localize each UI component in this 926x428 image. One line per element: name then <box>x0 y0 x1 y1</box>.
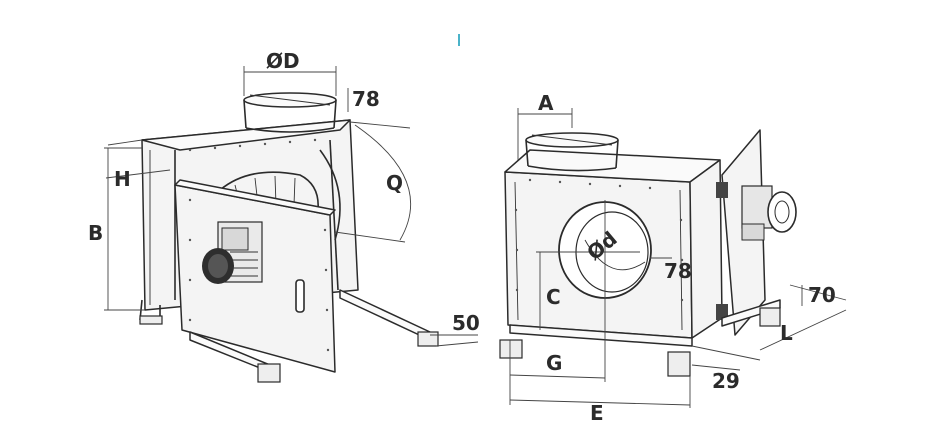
left-motor <box>202 221 263 284</box>
left-impeller <box>219 171 319 211</box>
label-50: 50 <box>452 311 480 335</box>
right-front-rivets <box>514 178 684 302</box>
right-dimensions <box>509 108 847 408</box>
label-Q: Q <box>386 171 403 195</box>
label-29: 29 <box>712 369 740 393</box>
left-door-handle <box>295 279 305 313</box>
label-phi-D: ØD <box>266 49 300 73</box>
label-A: A <box>538 91 554 115</box>
label-G: G <box>546 351 562 375</box>
left-top-rivets <box>188 138 317 152</box>
right-unit <box>499 108 847 408</box>
left-unit <box>104 66 479 383</box>
left-box-top <box>141 119 351 151</box>
accent-mark <box>458 34 460 46</box>
left-dimensions <box>104 66 479 347</box>
label-E: E <box>590 401 604 425</box>
label-B: B <box>88 221 103 245</box>
label-78-left: 78 <box>352 87 380 111</box>
label-70: 70 <box>808 283 836 307</box>
label-78-right: 78 <box>664 259 692 283</box>
left-door-rivets <box>188 198 330 352</box>
dimension-labels: ØD 78 H B Q 50 A Ød 78 C G E 70 L 29 <box>88 49 836 425</box>
left-rail <box>339 289 431 341</box>
right-motor <box>741 185 797 241</box>
label-L: L <box>780 321 793 345</box>
label-C: C <box>546 285 561 309</box>
label-H: H <box>114 167 131 191</box>
